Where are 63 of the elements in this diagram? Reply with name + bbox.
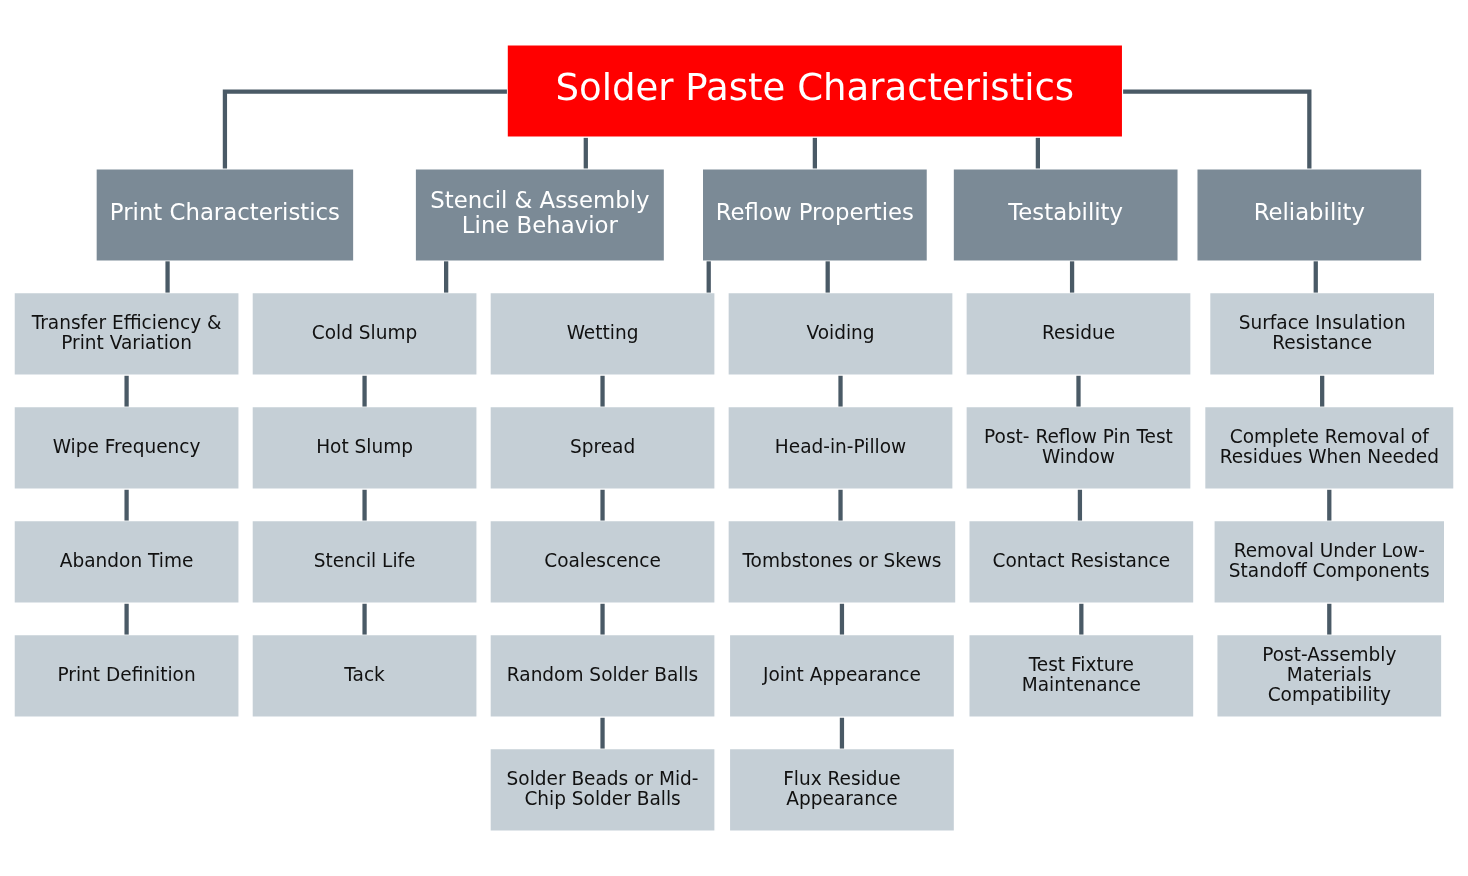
connector — [124, 375, 129, 407]
node-box: Head-in-Pillow — [727, 405, 954, 490]
node-box: Spread — [489, 405, 716, 490]
node-box: Stencil Life — [251, 519, 478, 604]
connector — [1035, 137, 1041, 169]
connector — [838, 375, 843, 407]
node-box: Abandon Time — [13, 519, 240, 604]
connector — [600, 489, 605, 521]
node-box: Cold Slump — [251, 291, 478, 376]
connector — [1313, 261, 1318, 293]
connector — [1320, 375, 1325, 407]
connector — [1079, 603, 1084, 635]
connector — [600, 375, 605, 407]
connector — [362, 375, 367, 407]
node-box: Joint Appearance — [728, 633, 956, 718]
connector — [812, 137, 817, 169]
node-box: Removal Under Low-Standoff Components — [1213, 519, 1446, 604]
node-box: Solder Beads or Mid-Chip Solder Balls — [489, 747, 716, 832]
connector — [124, 489, 129, 521]
node-box: Flux Residue Appearance — [728, 747, 956, 832]
node-box: Wetting — [489, 291, 716, 376]
node-box: Post- Reflow Pin Test Window — [965, 405, 1192, 490]
connector — [1069, 261, 1075, 293]
node-box: Reflow Properties — [701, 167, 929, 262]
node-box: Print Definition — [13, 633, 240, 718]
connector — [1327, 603, 1332, 635]
connector — [362, 489, 367, 521]
connector — [1076, 375, 1081, 407]
node-box: Solder Paste Characteristics — [506, 44, 1124, 139]
node-box: Coalescence — [489, 519, 716, 604]
connector — [600, 717, 605, 749]
node-box: Test Fixture Maintenance — [968, 633, 1195, 718]
node-box: Random Solder Balls — [489, 633, 716, 718]
connector — [165, 261, 170, 293]
connector — [839, 717, 845, 749]
connector — [444, 261, 449, 293]
node-box: Post-Assembly Materials Compatibility — [1216, 633, 1443, 718]
connector — [825, 261, 830, 293]
connector — [706, 261, 711, 293]
connector — [362, 603, 367, 635]
node-box: Stencil & Assembly Line Behavior — [414, 167, 666, 262]
connector — [1077, 489, 1083, 521]
connector — [600, 603, 605, 635]
connector — [839, 603, 845, 635]
node-box: Testability — [952, 167, 1179, 262]
connector — [124, 603, 129, 635]
connector — [222, 89, 507, 169]
connector — [1123, 89, 1312, 169]
node-box: Tack — [251, 633, 478, 718]
connector — [1327, 489, 1332, 521]
node-box: Tombstones or Skews — [727, 519, 957, 604]
node-box: Residue — [965, 291, 1192, 376]
node-box: Print Characteristics — [95, 167, 355, 262]
node-box: Wipe Frequency — [13, 405, 240, 490]
node-box: Contact Resistance — [968, 519, 1195, 604]
node-box: Surface Insulation Resistance — [1208, 291, 1436, 376]
connector — [583, 137, 588, 169]
node-box: Reliability — [1196, 167, 1423, 262]
connector — [838, 489, 843, 521]
node-box: Hot Slump — [251, 405, 478, 490]
node-box: Transfer Efficiency & Print Variation — [13, 291, 240, 376]
node-box: Complete Removal of Residues When Needed — [1203, 405, 1455, 490]
node-box: Voiding — [727, 291, 954, 376]
